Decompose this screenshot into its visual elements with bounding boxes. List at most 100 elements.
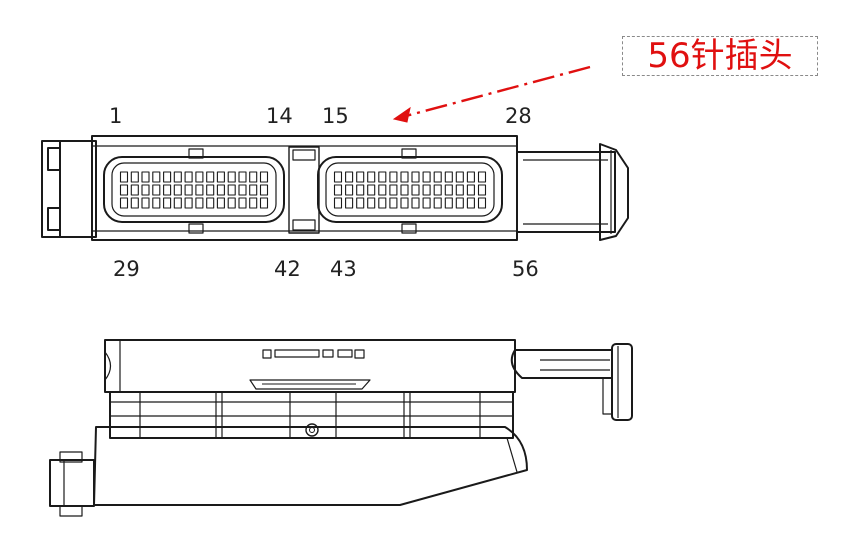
pin-cavity [206,171,215,183]
connector-side-view [49,339,633,517]
pin-cavity [141,184,150,196]
pin-cavity [378,184,387,196]
pin-cavity [333,184,343,196]
pin-cavity [466,197,475,209]
pin-cavity [400,184,409,196]
pin-labels-top: 1 14 15 28 [109,104,532,128]
pin-cavity [411,171,420,183]
pin-cavity [152,171,161,183]
pin-cavity [141,197,150,209]
pin-cavity [152,197,161,209]
pin-cavity [333,197,343,209]
pin-cavity [163,197,172,209]
pin-cavity [249,171,258,183]
connector-face-view [41,135,629,241]
pin-cavity [130,171,139,183]
pin-cavity [411,197,420,209]
pin-cavity [477,197,487,209]
pin-label-43: 43 [330,257,357,281]
pin-cavity [444,184,453,196]
pin-cavity [378,171,387,183]
pin-label-56: 56 [512,257,539,281]
pin-label-29: 29 [113,257,140,281]
pin-cavity [356,171,365,183]
pin-cavity [477,171,487,183]
pin-cavity [119,171,129,183]
pin-cavity [367,171,376,183]
pin-cavity [389,171,398,183]
pin-cavity [411,184,420,196]
callout-label: 56针插头 [622,36,818,76]
pin-cavity [259,197,269,209]
pin-cavity [389,197,398,209]
pin-cavity [356,184,365,196]
pin-cavity [422,197,431,209]
pin-cavity [184,171,193,183]
pin-label-15: 15 [322,104,349,128]
pin-cavity [173,171,182,183]
pin-label-1: 1 [109,104,122,128]
pin-cavity [400,171,409,183]
pin-cavity [119,197,129,209]
pin-cavity [163,184,172,196]
pin-cavity [455,197,464,209]
pin-cavity [130,197,139,209]
pin-cavity [206,184,215,196]
pin-cavity [152,184,161,196]
pin-cavity [433,197,442,209]
pin-cavity [238,171,247,183]
pin-cavity [422,184,431,196]
pin-cavity [259,171,269,183]
pin-cavity [444,197,453,209]
pin-cavity [466,184,475,196]
pin-cavity [333,171,343,183]
pin-cavity [195,197,204,209]
pin-cavity [249,197,258,209]
pin-cavity [433,184,442,196]
pin-cavity [378,197,387,209]
pin-cavity [206,197,215,209]
pin-cavity [173,184,182,196]
pin-cavity [422,171,431,183]
pin-cavity [389,184,398,196]
pin-cavity [356,197,365,209]
pin-cavity [477,184,487,196]
pin-cavity [173,197,182,209]
pin-cavity [216,197,225,209]
pin-cavity [345,184,354,196]
pin-cavity [130,184,139,196]
pin-cavity [259,184,269,196]
pin-cavity [444,171,453,183]
pin-label-28: 28 [505,104,532,128]
callout-arrow [392,65,591,123]
pin-label-14: 14 [266,104,293,128]
pin-cavity [216,184,225,196]
pin-cavity [238,184,247,196]
pin-cavity [227,184,236,196]
pin-cavity [195,184,204,196]
pin-cavity [455,171,464,183]
pin-cavity [400,197,409,209]
pin-cavity [184,197,193,209]
pin-cavity [455,184,464,196]
pin-cavity [227,171,236,183]
pin-label-42: 42 [274,257,301,281]
pin-cavity [466,171,475,183]
pin-cavity [216,171,225,183]
pin-cavity [141,171,150,183]
pin-cavity [184,184,193,196]
pin-cavity [345,197,354,209]
pin-cavity [433,171,442,183]
pin-cavity [227,197,236,209]
pin-cavity [345,171,354,183]
pin-cavity [367,197,376,209]
pin-cavity [163,171,172,183]
pin-cavity [195,171,204,183]
pin-cavity [367,184,376,196]
pin-cavity [238,197,247,209]
pin-cavity [249,184,258,196]
pin-cavity [119,184,129,196]
pin-labels-bottom: 29 42 43 56 [113,257,539,281]
